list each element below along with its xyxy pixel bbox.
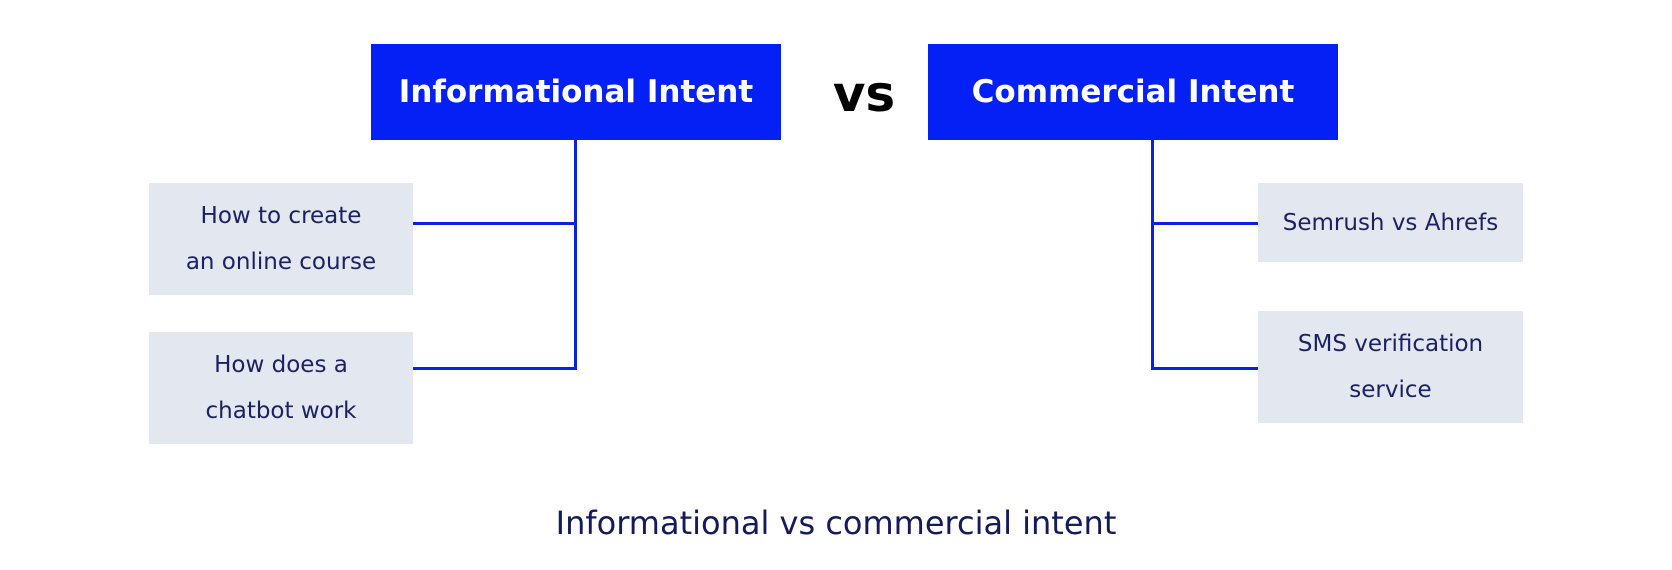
figure-caption: Informational vs commercial intent <box>555 504 1117 542</box>
item-text-line: service <box>1349 377 1432 403</box>
right-branch-connector-1 <box>1151 222 1258 225</box>
item-text-line: an online course <box>185 249 377 275</box>
right-branch-connector-2 <box>1151 367 1258 370</box>
left-branch-connector-1 <box>413 222 577 225</box>
commercial-example-sms-verification: SMS verification service <box>1258 311 1523 423</box>
item-text-line: How to create <box>200 203 362 229</box>
commercial-intent-label: Commercial Intent <box>971 74 1295 110</box>
item-text-line: SMS verification <box>1297 331 1484 357</box>
informational-intent-label: Informational Intent <box>398 74 754 110</box>
left-trunk-connector <box>574 140 577 370</box>
item-text-line: Semrush vs Ahrefs <box>1282 209 1499 236</box>
informational-example-chatbot: How does a chatbot work <box>149 332 413 444</box>
vs-label: vs <box>832 65 896 123</box>
right-trunk-connector <box>1151 140 1154 370</box>
commercial-example-semrush-ahrefs: Semrush vs Ahrefs <box>1258 183 1523 262</box>
informational-intent-header: Informational Intent <box>371 44 781 140</box>
item-text-line: chatbot work <box>205 398 357 424</box>
informational-example-online-course: How to create an online course <box>149 183 413 295</box>
item-text-line: How does a <box>214 352 348 378</box>
left-branch-connector-2 <box>413 367 577 370</box>
commercial-intent-header: Commercial Intent <box>928 44 1338 140</box>
